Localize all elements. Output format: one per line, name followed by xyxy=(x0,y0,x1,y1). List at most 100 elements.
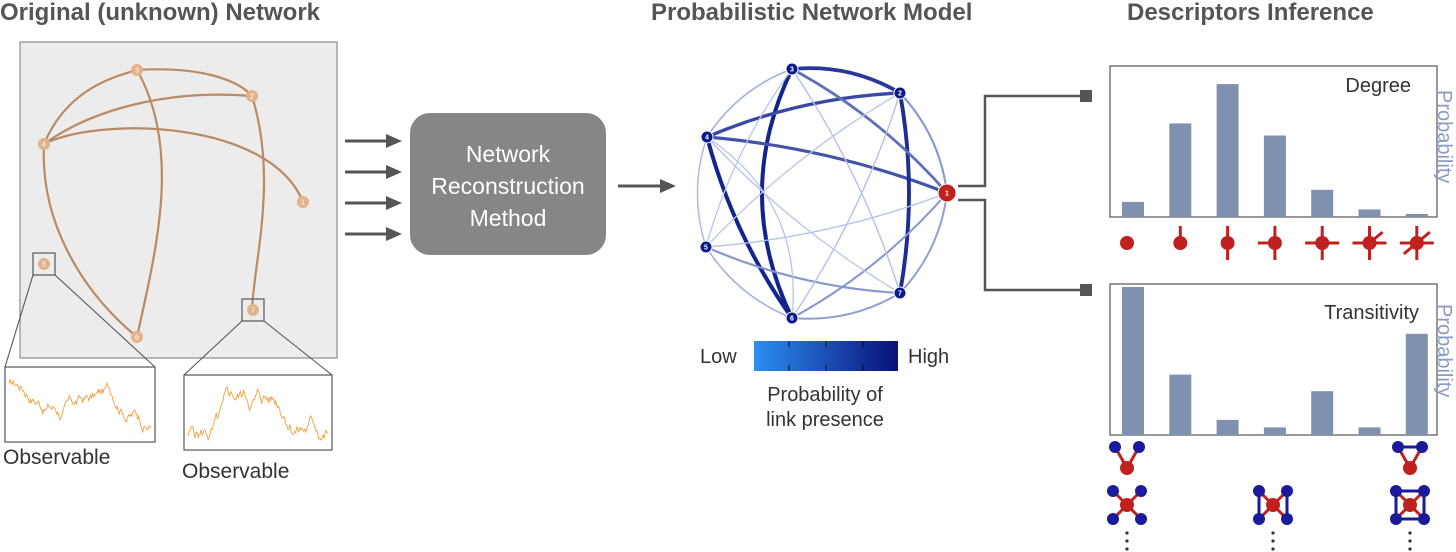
connector-degree xyxy=(958,94,1080,188)
connector-degree-end xyxy=(1080,90,1092,102)
model-edge-6-1 xyxy=(791,192,948,319)
transitivity-bars xyxy=(1122,287,1428,435)
trans-bar-1 xyxy=(1405,333,1428,435)
orig-edge-2-7 xyxy=(250,95,266,311)
observable-left-series xyxy=(8,378,152,434)
orig-edge-3-2 xyxy=(136,68,253,97)
model-edge-3-5 xyxy=(705,68,793,248)
model-edge-3-1 xyxy=(791,67,949,194)
model-edge-2-5 xyxy=(705,92,901,248)
orig-edge-4-6 xyxy=(42,143,138,338)
model-edge-6-7 xyxy=(791,292,901,320)
output-arrow xyxy=(618,179,676,193)
model-edge-5-7 xyxy=(705,246,901,295)
observable-left-label: Observable xyxy=(3,446,110,469)
svg-text:6: 6 xyxy=(135,335,139,342)
transitivity-glyph-wedge-open xyxy=(1109,441,1145,475)
model-edge-3-4 xyxy=(706,68,793,138)
svg-text:5: 5 xyxy=(42,262,46,269)
svg-text:4: 4 xyxy=(705,135,709,142)
trans-bar-0 xyxy=(1122,287,1144,435)
degree-bar-1 xyxy=(1169,123,1192,217)
degree-chart-title: Degree xyxy=(1345,75,1411,97)
trans-bar-2/3 xyxy=(1311,391,1334,435)
model-edge-5-1 xyxy=(705,192,948,248)
degree-chart: Degree Probability xyxy=(1109,65,1455,260)
model-edge-4-6 xyxy=(706,136,794,319)
model-edge-4-2 xyxy=(706,91,901,139)
legend-caption-line-1: Probability of xyxy=(767,384,883,406)
legend-high-label: High xyxy=(908,346,949,368)
svg-text:2: 2 xyxy=(898,91,902,98)
degree-y-axis-label: Probability xyxy=(1433,90,1455,183)
degree-bar-2 xyxy=(1216,84,1239,217)
orig-node-5: 5 xyxy=(32,252,56,276)
link-probability-legend: Low High Probability of link presence xyxy=(700,341,949,431)
heading-original-network: Original (unknown) Network xyxy=(0,0,321,26)
degree-bar-0 xyxy=(1122,201,1144,217)
svg-text:3: 3 xyxy=(135,68,139,75)
model-node-4: 4 xyxy=(700,130,714,144)
degree-category-glyphs xyxy=(1120,226,1434,260)
trans-bar-1/6 xyxy=(1169,374,1192,435)
degree-bar-5 xyxy=(1358,209,1381,217)
transitivity-glyph-triangle xyxy=(1392,441,1428,475)
orig-node-3: 3 xyxy=(131,64,143,76)
degree-glyph-3 xyxy=(1257,226,1282,260)
transitivity-ellipsis-2 xyxy=(1408,531,1412,551)
transitivity-chart-title: Transitivity xyxy=(1324,302,1419,324)
orig-node-4: 4 xyxy=(38,138,50,150)
orig-node-2: 2 xyxy=(246,90,258,102)
orig-edge-3-6 xyxy=(135,69,164,338)
reconstruction-method-box: Network Reconstruction Method xyxy=(410,113,606,255)
legend-ticks xyxy=(788,341,864,371)
method-line-1: Network xyxy=(466,141,551,167)
degree-glyph-2 xyxy=(1220,226,1235,260)
model-node-2: 2 xyxy=(893,86,907,100)
svg-text:3: 3 xyxy=(790,67,794,74)
transitivity-glyph-star xyxy=(1107,485,1147,525)
original-network-panel: 1 2 3 4 5 6 7 Observable Observable xyxy=(3,41,338,483)
input-arrow-1 xyxy=(345,134,402,148)
connector-transitivity-end xyxy=(1080,284,1092,296)
orig-node-1: 1 xyxy=(297,196,309,208)
original-nodes: 1 2 3 4 5 6 7 xyxy=(32,64,309,343)
input-arrow-3 xyxy=(345,196,402,210)
model-edges xyxy=(696,66,949,320)
transitivity-chart-frame xyxy=(1109,283,1438,436)
original-edges xyxy=(42,68,305,338)
observable-right-series xyxy=(187,386,329,442)
heading-probabilistic-model: Probabilistic Network Model xyxy=(651,0,972,26)
transitivity-glyph-half xyxy=(1253,485,1293,525)
svg-text:2: 2 xyxy=(250,94,254,101)
trans-bar-1/3 xyxy=(1216,419,1239,435)
input-arrow-4 xyxy=(345,227,402,241)
input-arrows xyxy=(345,134,402,241)
svg-text:1: 1 xyxy=(301,200,305,207)
method-line-2: Reconstruction xyxy=(431,173,584,199)
orig-node-7: 7 xyxy=(241,298,265,322)
transitivity-chart: Transitivity Probability xyxy=(1107,283,1455,551)
observable-right-frame xyxy=(183,374,333,451)
method-line-3: Method xyxy=(470,205,547,231)
model-node-3: 3 xyxy=(785,62,799,76)
degree-glyph-5 xyxy=(1352,226,1387,260)
model-edge-5-6 xyxy=(705,246,793,319)
transitivity-y-axis-label: Probability xyxy=(1433,304,1455,397)
degree-glyph-6 xyxy=(1399,226,1434,260)
input-arrow-2 xyxy=(345,165,402,179)
svg-text:4: 4 xyxy=(42,142,46,149)
model-node-7: 7 xyxy=(893,286,907,300)
model-edge-3-2 xyxy=(791,66,901,95)
model-edge-3-6 xyxy=(760,68,794,319)
model-edge-4-7 xyxy=(706,136,901,294)
degree-bar-4 xyxy=(1311,189,1334,217)
heading-descriptors-inference: Descriptors Inference xyxy=(1127,0,1374,26)
trans-bar-1/2 xyxy=(1263,427,1286,435)
zoom-connectors xyxy=(4,274,333,376)
degree-glyph-1 xyxy=(1173,226,1188,250)
observable-left-frame xyxy=(4,366,156,443)
model-node-5: 5 xyxy=(699,240,713,254)
